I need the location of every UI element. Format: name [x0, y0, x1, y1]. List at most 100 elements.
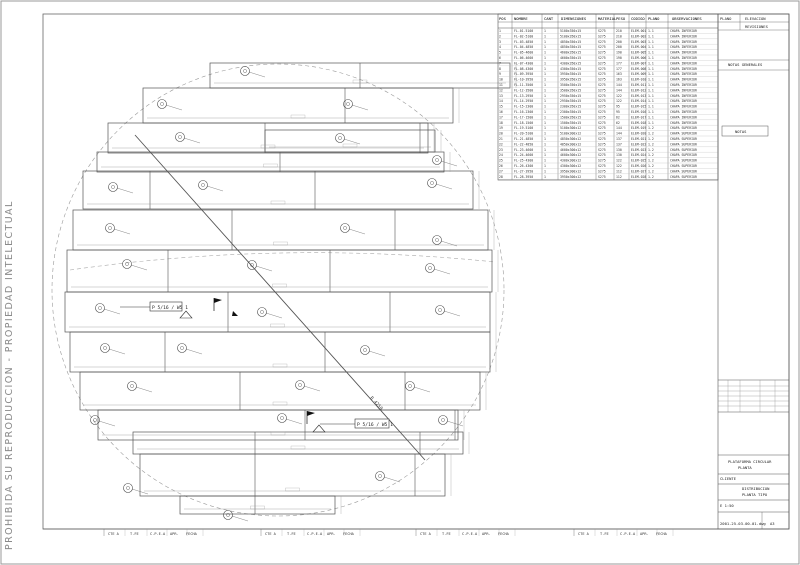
table-cell: FL-09-3950 [514, 72, 533, 76]
part-callout-core [180, 346, 184, 350]
table-cell: ELEM-015 [631, 105, 646, 109]
strip-cell-label: FECHA [186, 532, 198, 536]
part-callout-leader [255, 265, 273, 272]
table-cell: 130 [616, 148, 622, 152]
parts-table: POS NOMBRE CANT DIMENSIONES MATERIAL PES… [497, 13, 719, 181]
part-callout-bubble [175, 132, 185, 142]
table-cell: FL-27-3950 [514, 169, 533, 173]
title-top-sub: REVISIONES [745, 24, 769, 29]
table-cell: S275 [598, 164, 606, 168]
table-cell: 1 [544, 110, 546, 114]
strip-cell-label: FECHA [343, 532, 355, 536]
table-cell: S275 [598, 115, 606, 119]
table-cell: CHAPA SUPERIOR [670, 137, 697, 141]
part-callout-bubble [198, 180, 208, 190]
table-cell: CHAPA INFERIOR [670, 94, 697, 98]
table-cell: 1.1 [648, 94, 654, 98]
table-cell: 4 [499, 45, 501, 49]
platform-circle [51, 63, 505, 517]
weld-symbol-2: P 5/16 / W5 1 [306, 411, 393, 433]
strip-cell-label: FECHA [498, 532, 510, 536]
table-cell: 1 [544, 175, 546, 179]
table-cell: FL-23-4600 [514, 148, 533, 152]
col-header-code: CODIGO [631, 16, 645, 21]
dimension-tag [285, 487, 300, 492]
part-callout-core [201, 183, 205, 187]
part-callouts [90, 66, 464, 522]
part-callout-bubble [405, 381, 415, 391]
part-callout-bubble [277, 413, 287, 423]
table-cell: CHAPA INFERIOR [670, 121, 697, 125]
table-cell: 62 [616, 121, 620, 125]
table-cell: 137 [616, 137, 622, 141]
weld-symbol-1-label: P 5/16 / W5 1 [152, 305, 188, 311]
table-cell: 1 [544, 94, 546, 98]
part-callout-bubble [100, 343, 110, 353]
table-cell: S275 [598, 72, 606, 76]
table-cell: 1.2 [648, 169, 654, 173]
table-cell: CHAPA INFERIOR [670, 105, 697, 109]
dimension-tag [272, 283, 287, 288]
table-cell: S275 [598, 110, 606, 114]
part-callout-core [378, 474, 382, 478]
table-cell: 1 [544, 148, 546, 152]
table-cell: ELEM-018 [631, 121, 646, 125]
part-callout-core [408, 384, 412, 388]
table-cell: ELEM-012 [631, 88, 646, 92]
table-cell: S275 [598, 40, 606, 44]
col-header-plan: PLANO [648, 16, 660, 21]
table-cell: 163 [616, 78, 622, 82]
table-cell: ELEM-020 [631, 132, 646, 136]
table-cell: FL-18-1500 [514, 121, 533, 125]
part-callout-core [346, 102, 350, 106]
part-callout-leader [130, 264, 148, 271]
table-cell: 1 [544, 67, 546, 71]
table-cell: ELEM-025 [631, 159, 646, 163]
table-cell: 28 [499, 175, 503, 179]
plate-row [96, 151, 445, 173]
part-callout-bubble [223, 510, 233, 520]
table-cell: ELEM-006 [631, 56, 646, 60]
part-callout-bubble [177, 343, 187, 353]
part-callout-core [160, 102, 164, 106]
table-cell: ELEM-004 [631, 45, 646, 49]
table-cell: 1 [544, 159, 546, 163]
table-cell: FL-26-4300 [514, 164, 533, 168]
table-cell: ELEM-011 [631, 83, 646, 87]
dimension-tag [250, 505, 265, 510]
table-cell: 4850x350x15 [560, 40, 581, 44]
table-cell: 1.1 [648, 67, 654, 71]
table-cell: CHAPA SUPERIOR [670, 164, 697, 168]
table-cell: S275 [598, 83, 606, 87]
part-callout-leader [446, 420, 464, 427]
part-callout-bubble [90, 415, 100, 425]
dimension-tag [263, 163, 278, 168]
part-callout-leader [113, 228, 131, 235]
drawing-subtitle: PLANTA TIPO [742, 492, 768, 497]
table-cell: ELEM-003 [631, 40, 646, 44]
table-cell: 18 [499, 121, 503, 125]
table-cell: 1.1 [648, 56, 654, 60]
table-cell: ELEM-028 [631, 175, 646, 179]
part-callout-bubble [247, 260, 257, 270]
table-cell: ELEM-008 [631, 67, 646, 71]
table-cell: FL-14-2950 [514, 99, 533, 103]
table-cell: FL-06-4600 [514, 56, 533, 60]
table-cell: S275 [598, 126, 606, 130]
table-cell: 1 [544, 132, 546, 136]
table-cell: 16 [499, 110, 503, 114]
dimension-marks [69, 63, 517, 514]
table-cell: 1500x350x15 [560, 121, 581, 125]
table-cell: FL-21-4850 [514, 137, 533, 141]
table-cell: 1 [544, 169, 546, 173]
